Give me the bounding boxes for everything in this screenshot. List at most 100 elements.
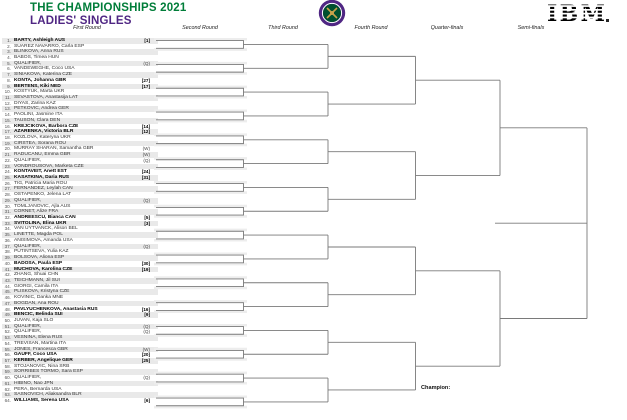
player-row: 25.KASATKINA, Daria RUS[31]	[2, 175, 158, 181]
player-row: 28.OSTAPENKO, Jelena LAT	[2, 192, 158, 198]
player-row: 36.ANISIMOVA, Amanda USA	[2, 238, 158, 244]
player-seed: [25]	[141, 357, 150, 363]
player-row: 44.GIORGI, Camila ITA	[2, 284, 158, 290]
player-row: 49.BENCIC, Belinda SUI[9]	[2, 312, 158, 318]
player-name: PETKOVIC, Andrea GER	[14, 106, 69, 112]
player-row: 60.QUALIFIER, (Q)	[2, 375, 158, 381]
wimbledon-logo-icon	[318, 0, 346, 27]
player-seed: [14]	[141, 123, 150, 129]
event-title: LADIES' SINGLES	[30, 15, 132, 27]
player-name: GAUFF, Coco USA	[14, 352, 57, 358]
player-row: 40.BADOSA, Paula ESP[30]	[2, 261, 158, 267]
player-name: TREVISAN, Martina ITA	[14, 340, 67, 346]
player-name: BENCIC, Belinda SUI	[14, 312, 63, 318]
player-name: MURRAY SHARAN, Samantha GBR	[14, 146, 94, 152]
player-row: 39.BOLSOVA, Aliona ESP	[2, 255, 158, 261]
player-seed: (Q)	[143, 375, 150, 381]
player-number: 31.	[4, 209, 11, 215]
player-row: 45.PLISKOVA, Kristyna CZE	[2, 289, 158, 296]
player-number: 49.	[4, 312, 11, 318]
player-number: 30.	[4, 203, 11, 209]
column-header-second-round: Second Round	[182, 25, 218, 31]
player-row: 18.KOZLOVA, Kateryna UKR	[2, 135, 158, 141]
player-row: 2.SUAREZ NAVARRO, Carla ESP	[2, 44, 158, 50]
player-seed: (Q)	[143, 60, 150, 66]
player-seed: [20]	[141, 352, 150, 358]
player-number: 6.	[7, 66, 11, 72]
player-row: 37.QUALIFIER,(Q)	[2, 243, 158, 250]
player-number: 57.	[4, 357, 11, 363]
player-seed: [17]	[141, 83, 150, 89]
player-name: CIRSTEA, Sorana ROU	[14, 140, 66, 146]
player-seed: [12]	[141, 129, 150, 135]
player-number: 47.	[4, 300, 11, 306]
player-seed: (Q)	[143, 323, 150, 329]
player-row: 32.ANDREESCU, Bianca CAN[5]	[2, 215, 158, 221]
player-row: 43.TEICHMANN, Jil SUI	[2, 277, 158, 284]
player-name: QUALIFIER,	[14, 243, 42, 249]
player-number: 16.	[4, 123, 11, 129]
column-header-third-round: Third Round	[268, 25, 298, 31]
player-name: VANDEWEGHE, Coco USA	[14, 66, 75, 72]
player-number: 12.	[4, 100, 11, 106]
player-name: FERNANDEZ, Leylah CAN	[14, 186, 73, 192]
player-name: QUALIFIER,	[14, 197, 42, 203]
player-row: 9.BERTENS, Kiki NED[17]	[2, 83, 158, 90]
player-row: 8.KONTA, Johanna GBR[27]	[2, 78, 158, 84]
player-number: 9.	[7, 83, 11, 89]
ibm-logo-icon: IBM	[547, 2, 609, 26]
player-row: 53.VESNINA, Elena RUS	[2, 335, 158, 341]
player-row: 15.TAUSON, Clara DEN	[2, 117, 158, 124]
player-name: OSTAPENKO, Jelena LAT	[14, 192, 72, 198]
player-row: 64.WILLIAMS, Serena USA[6]	[2, 398, 158, 404]
player-row: 52.QUALIFIER,(Q)	[2, 329, 158, 335]
player-number: 52.	[4, 329, 11, 335]
player-row: 27.FERNANDEZ, Leylah CAN	[2, 186, 158, 193]
bracket-path	[156, 40, 588, 407]
player-name: SUAREZ NAVARRO, Carla ESP	[14, 43, 85, 49]
player-name: WILLIAMS, Serena USA	[14, 397, 69, 403]
player-row: 48.PAVLYUCHENKOVA, Anastasia RUS[16]	[2, 307, 158, 313]
player-name: JUVAN, Kaja SLO	[14, 317, 54, 323]
player-seed: (W)	[142, 146, 150, 152]
player-row: 57.KERBER, Angelique GER[25]	[2, 357, 158, 364]
player-name: PERA, Bernarda USA	[14, 386, 62, 392]
player-name: ANISIMOVA, Amanda USA	[14, 237, 73, 243]
player-name: BOLSOVA, Aliona ESP	[14, 255, 65, 261]
player-number: 26.	[4, 180, 11, 186]
player-name: TIG, Patricia Maria ROU	[14, 180, 67, 186]
player-name: STOJANOVIC, Nina SRB	[14, 363, 70, 369]
player-seed: [3]	[144, 220, 150, 226]
player-seed: [19]	[141, 266, 150, 272]
player-name: QUALIFIER,	[14, 375, 42, 381]
player-name: KOSTYUK, Marta UKR	[14, 89, 65, 95]
player-seed: [5]	[144, 215, 150, 221]
player-name: HIBINO, Nao JPN	[14, 380, 54, 386]
player-name: ZHANG, Shuai CHN	[14, 272, 59, 278]
player-number: 41.	[4, 266, 11, 272]
player-number: 7.	[7, 72, 11, 78]
player-seed: [16]	[141, 306, 150, 312]
column-header-quarter-finals: Quarter-finals	[430, 25, 464, 31]
player-name: BARTY, Ashleigh AUS	[14, 37, 65, 43]
player-seed: (Q)	[143, 329, 150, 335]
player-row: 12.DIYAS, Zarina KAZ	[2, 101, 158, 107]
player-name: TAUSON, Clara DEN	[14, 117, 61, 123]
player-row: 54.TREVISAN, Martina ITA	[2, 341, 158, 347]
player-name: DIYAS, Zarina KAZ	[14, 100, 56, 106]
player-name: KREJCIKOVA, Barbora CZE	[14, 123, 79, 129]
player-row: 56.GAUFF, Coco USA[20]	[2, 352, 158, 358]
player-number: 46.	[4, 295, 11, 301]
player-number: 11.	[4, 95, 11, 101]
player-number: 45.	[4, 289, 11, 295]
player-number: 60.	[4, 375, 11, 381]
player-number: 55.	[4, 346, 11, 352]
player-seed: [6]	[144, 397, 150, 403]
pair-shading	[154, 38, 247, 409]
player-seed: (W)	[142, 152, 150, 158]
player-name: KONTAVEIT, Anett EST	[14, 169, 67, 175]
player-number: 15.	[4, 117, 11, 123]
player-seed: (Q)	[143, 157, 150, 163]
player-seed: (Q)	[143, 197, 150, 203]
